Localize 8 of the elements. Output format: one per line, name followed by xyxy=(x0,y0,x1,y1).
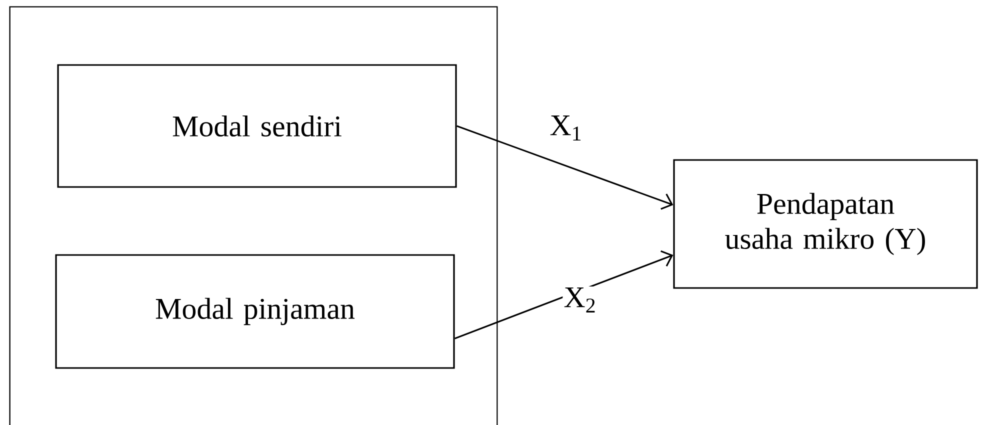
process-box: Pendapatan usaha mikro (Y) xyxy=(673,159,978,289)
arrow xyxy=(454,250,674,340)
frame-box xyxy=(9,6,498,425)
edge-label: X$_{2}$ xyxy=(562,286,598,314)
process-box: Modal sendiri xyxy=(57,64,457,188)
arrow xyxy=(456,125,674,210)
process-box: Modal pinjaman xyxy=(55,254,455,369)
edge-label: X$_{1}$ xyxy=(548,114,584,142)
